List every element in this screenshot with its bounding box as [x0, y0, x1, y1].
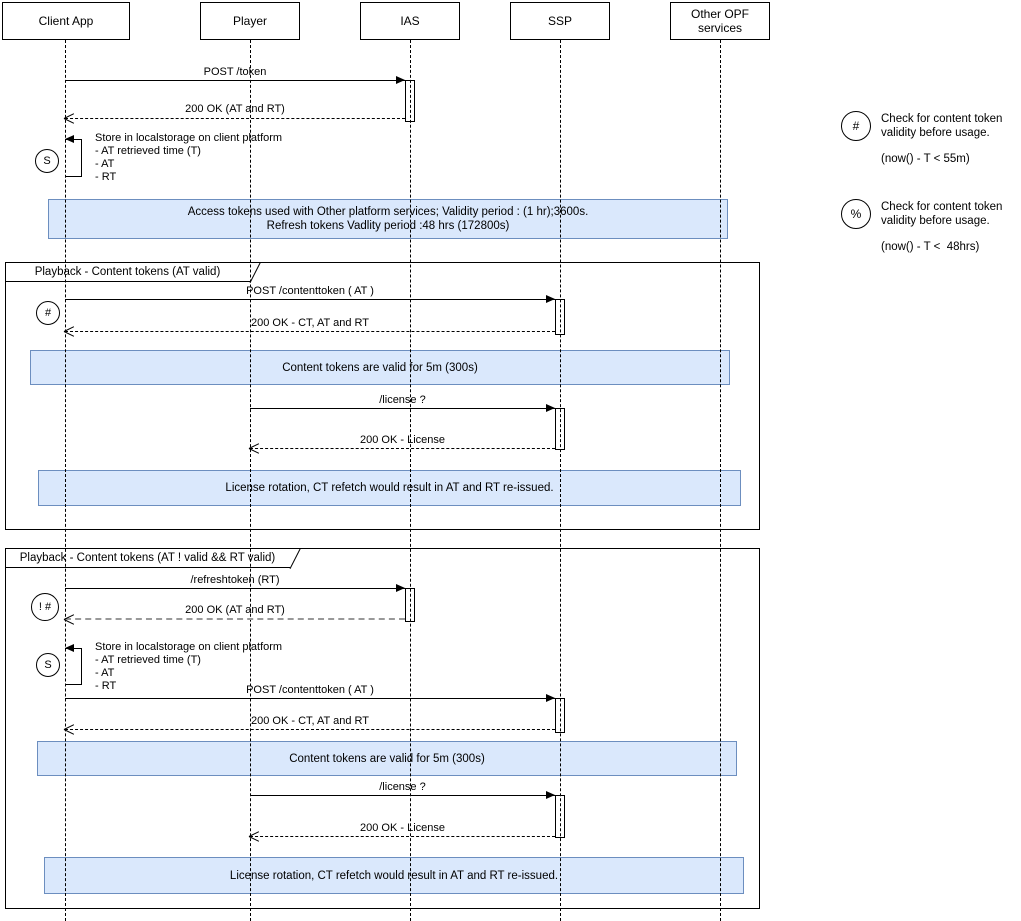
lifeline-client-app	[65, 40, 66, 921]
lifeline-ias	[410, 40, 411, 921]
self-message-store-2	[65, 648, 82, 685]
actor-other-opf: Other OPF services	[670, 2, 770, 40]
note-content-tokens-valid-2: Content tokens are valid for 5m (300s)	[37, 741, 737, 776]
lifeline-player	[250, 40, 251, 921]
message-label-post-contenttoken-2: POST /contenttoken ( AT )	[246, 684, 374, 696]
message-line-post-contenttoken-1	[65, 299, 555, 300]
self-message-store-1	[65, 139, 82, 177]
actor-client-app: Client App	[2, 2, 130, 40]
legend-percent-circle: %	[841, 199, 871, 229]
arrowhead-open-left-icon	[64, 723, 75, 735]
frame-title-at-invalid: Playback - Content tokens (AT ! valid &&…	[5, 548, 290, 568]
store-item: - AT	[95, 158, 115, 170]
marker-s-circle-2: S	[36, 653, 60, 677]
arrowhead-open-left-icon	[249, 442, 260, 454]
message-line-license-2	[250, 795, 555, 796]
arrowhead-open-left-icon	[64, 613, 75, 625]
actor-label: SSP	[547, 14, 572, 28]
note-content-tokens-valid-1: Content tokens are valid for 5m (300s)	[30, 350, 730, 385]
lifeline-ssp	[560, 40, 561, 921]
actor-label: IAS	[400, 14, 420, 28]
actor-ssp: SSP	[510, 2, 610, 40]
actor-label: Other OPF services	[690, 7, 749, 35]
store-title: Store in localstorage on client platform	[95, 132, 283, 144]
actor-ias: IAS	[360, 2, 460, 40]
message-line-200-license-1	[250, 448, 555, 449]
arrowhead-open-left-icon	[249, 830, 260, 842]
store-item: - RT	[95, 171, 117, 183]
message-label-200-at-rt-2: 200 OK (AT and RT)	[185, 604, 285, 616]
message-line-post-contenttoken-2	[65, 698, 555, 699]
message-label-license-2: /license ?	[379, 781, 426, 793]
activation-ias-refresh	[405, 588, 415, 622]
note-text: License rotation, CT refetch would resul…	[225, 482, 554, 494]
activation-ssp-ct-1	[555, 299, 565, 335]
message-label-post-contenttoken-1: POST /contenttoken ( AT )	[246, 285, 374, 297]
actor-label: Player	[232, 14, 267, 28]
store-item: - AT	[95, 667, 115, 679]
legend-hash-circle: #	[841, 111, 871, 141]
activation-ssp-ct-2	[555, 698, 565, 733]
frame-title-at-valid: Playback - Content tokens (AT valid)	[5, 262, 250, 282]
note-license-rotation-2: License rotation, CT refetch would resul…	[44, 857, 744, 894]
message-line-refreshtoken	[65, 588, 405, 589]
arrowhead-open-left-icon	[64, 112, 75, 124]
arrowhead-right-icon	[546, 694, 555, 702]
legend-percent-text: Check for content token validity before …	[881, 201, 1003, 227]
store-item: - AT retrieved time (T)	[95, 654, 201, 666]
message-label-200-ct-1: 200 OK - CT, AT and RT	[251, 317, 369, 329]
legend-hash-text: Check for content token validity before …	[881, 113, 1003, 139]
note-text: Content tokens are valid for 5m (300s)	[282, 361, 478, 374]
message-label-refreshtoken: /refreshtoken (RT)	[190, 574, 280, 586]
activation-ssp-license-2	[555, 795, 565, 838]
legend-hash-formula: (now() - T < 55m)	[881, 153, 970, 165]
store-item: - AT retrieved time (T)	[95, 145, 201, 157]
message-line-post-token	[65, 80, 405, 81]
arrowhead-right-icon	[546, 791, 555, 799]
marker-hash-circle: #	[36, 301, 60, 325]
message-label-200-ct-2: 200 OK - CT, AT and RT	[251, 715, 369, 727]
marker-not-hash-circle: ! #	[31, 593, 59, 621]
note-access-tokens-line2: Refresh tokens Vadlity period :48 hrs (1…	[266, 220, 510, 232]
frame-title-text: Playback - Content tokens (AT ! valid &&…	[19, 551, 276, 564]
note-license-rotation-1: License rotation, CT refetch would resul…	[38, 470, 741, 506]
arrowhead-left-icon	[65, 644, 74, 652]
message-line-200-at-rt	[65, 118, 405, 119]
arrowhead-open-left-icon	[64, 325, 75, 337]
self-message-store-1-text: Store in localstorage on client platform…	[95, 132, 282, 184]
frame-title-text: Playback - Content tokens (AT valid)	[34, 265, 221, 278]
arrowhead-right-icon	[396, 584, 405, 592]
actor-label: Client App	[38, 14, 94, 28]
legend-percent-formula: (now() - T < 48hrs)	[881, 241, 980, 253]
store-title: Store in localstorage on client platform	[95, 641, 283, 653]
note-access-tokens: Access tokens used with Other platform s…	[48, 199, 728, 239]
activation-ssp-license-1	[555, 408, 565, 450]
frame-playback-at-valid	[5, 262, 760, 530]
note-access-tokens-line1: Access tokens used with Other platform s…	[187, 206, 589, 218]
activation-ias-token	[405, 80, 415, 122]
arrowhead-right-icon	[396, 76, 405, 84]
message-label-200-license-1: 200 OK - License	[360, 434, 445, 446]
actor-player: Player	[200, 2, 300, 40]
self-message-store-2-text: Store in localstorage on client platform…	[95, 641, 282, 693]
message-line-200-ct-1	[65, 331, 555, 332]
message-label-200-at-rt: 200 OK (AT and RT)	[185, 103, 285, 115]
message-line-200-license-2	[250, 836, 555, 837]
message-line-200-ct-2	[65, 729, 555, 730]
note-text: License rotation, CT refetch would resul…	[229, 869, 559, 882]
lifeline-other-opf	[720, 40, 721, 921]
message-line-license-1	[250, 408, 555, 409]
arrowhead-left-icon	[65, 135, 74, 143]
arrowhead-right-icon	[546, 404, 555, 412]
message-label-post-token: POST /token	[203, 66, 267, 78]
frame-playback-at-invalid	[5, 548, 760, 909]
arrowhead-right-icon	[546, 295, 555, 303]
message-label-license-1: /license ?	[379, 394, 426, 406]
marker-s-circle-1: S	[35, 149, 59, 173]
message-label-200-license-2: 200 OK - License	[360, 822, 445, 834]
store-item: - RT	[95, 680, 117, 692]
message-line-200-at-rt-2	[65, 618, 405, 620]
note-text: Content tokens are valid for 5m (300s)	[289, 752, 485, 765]
